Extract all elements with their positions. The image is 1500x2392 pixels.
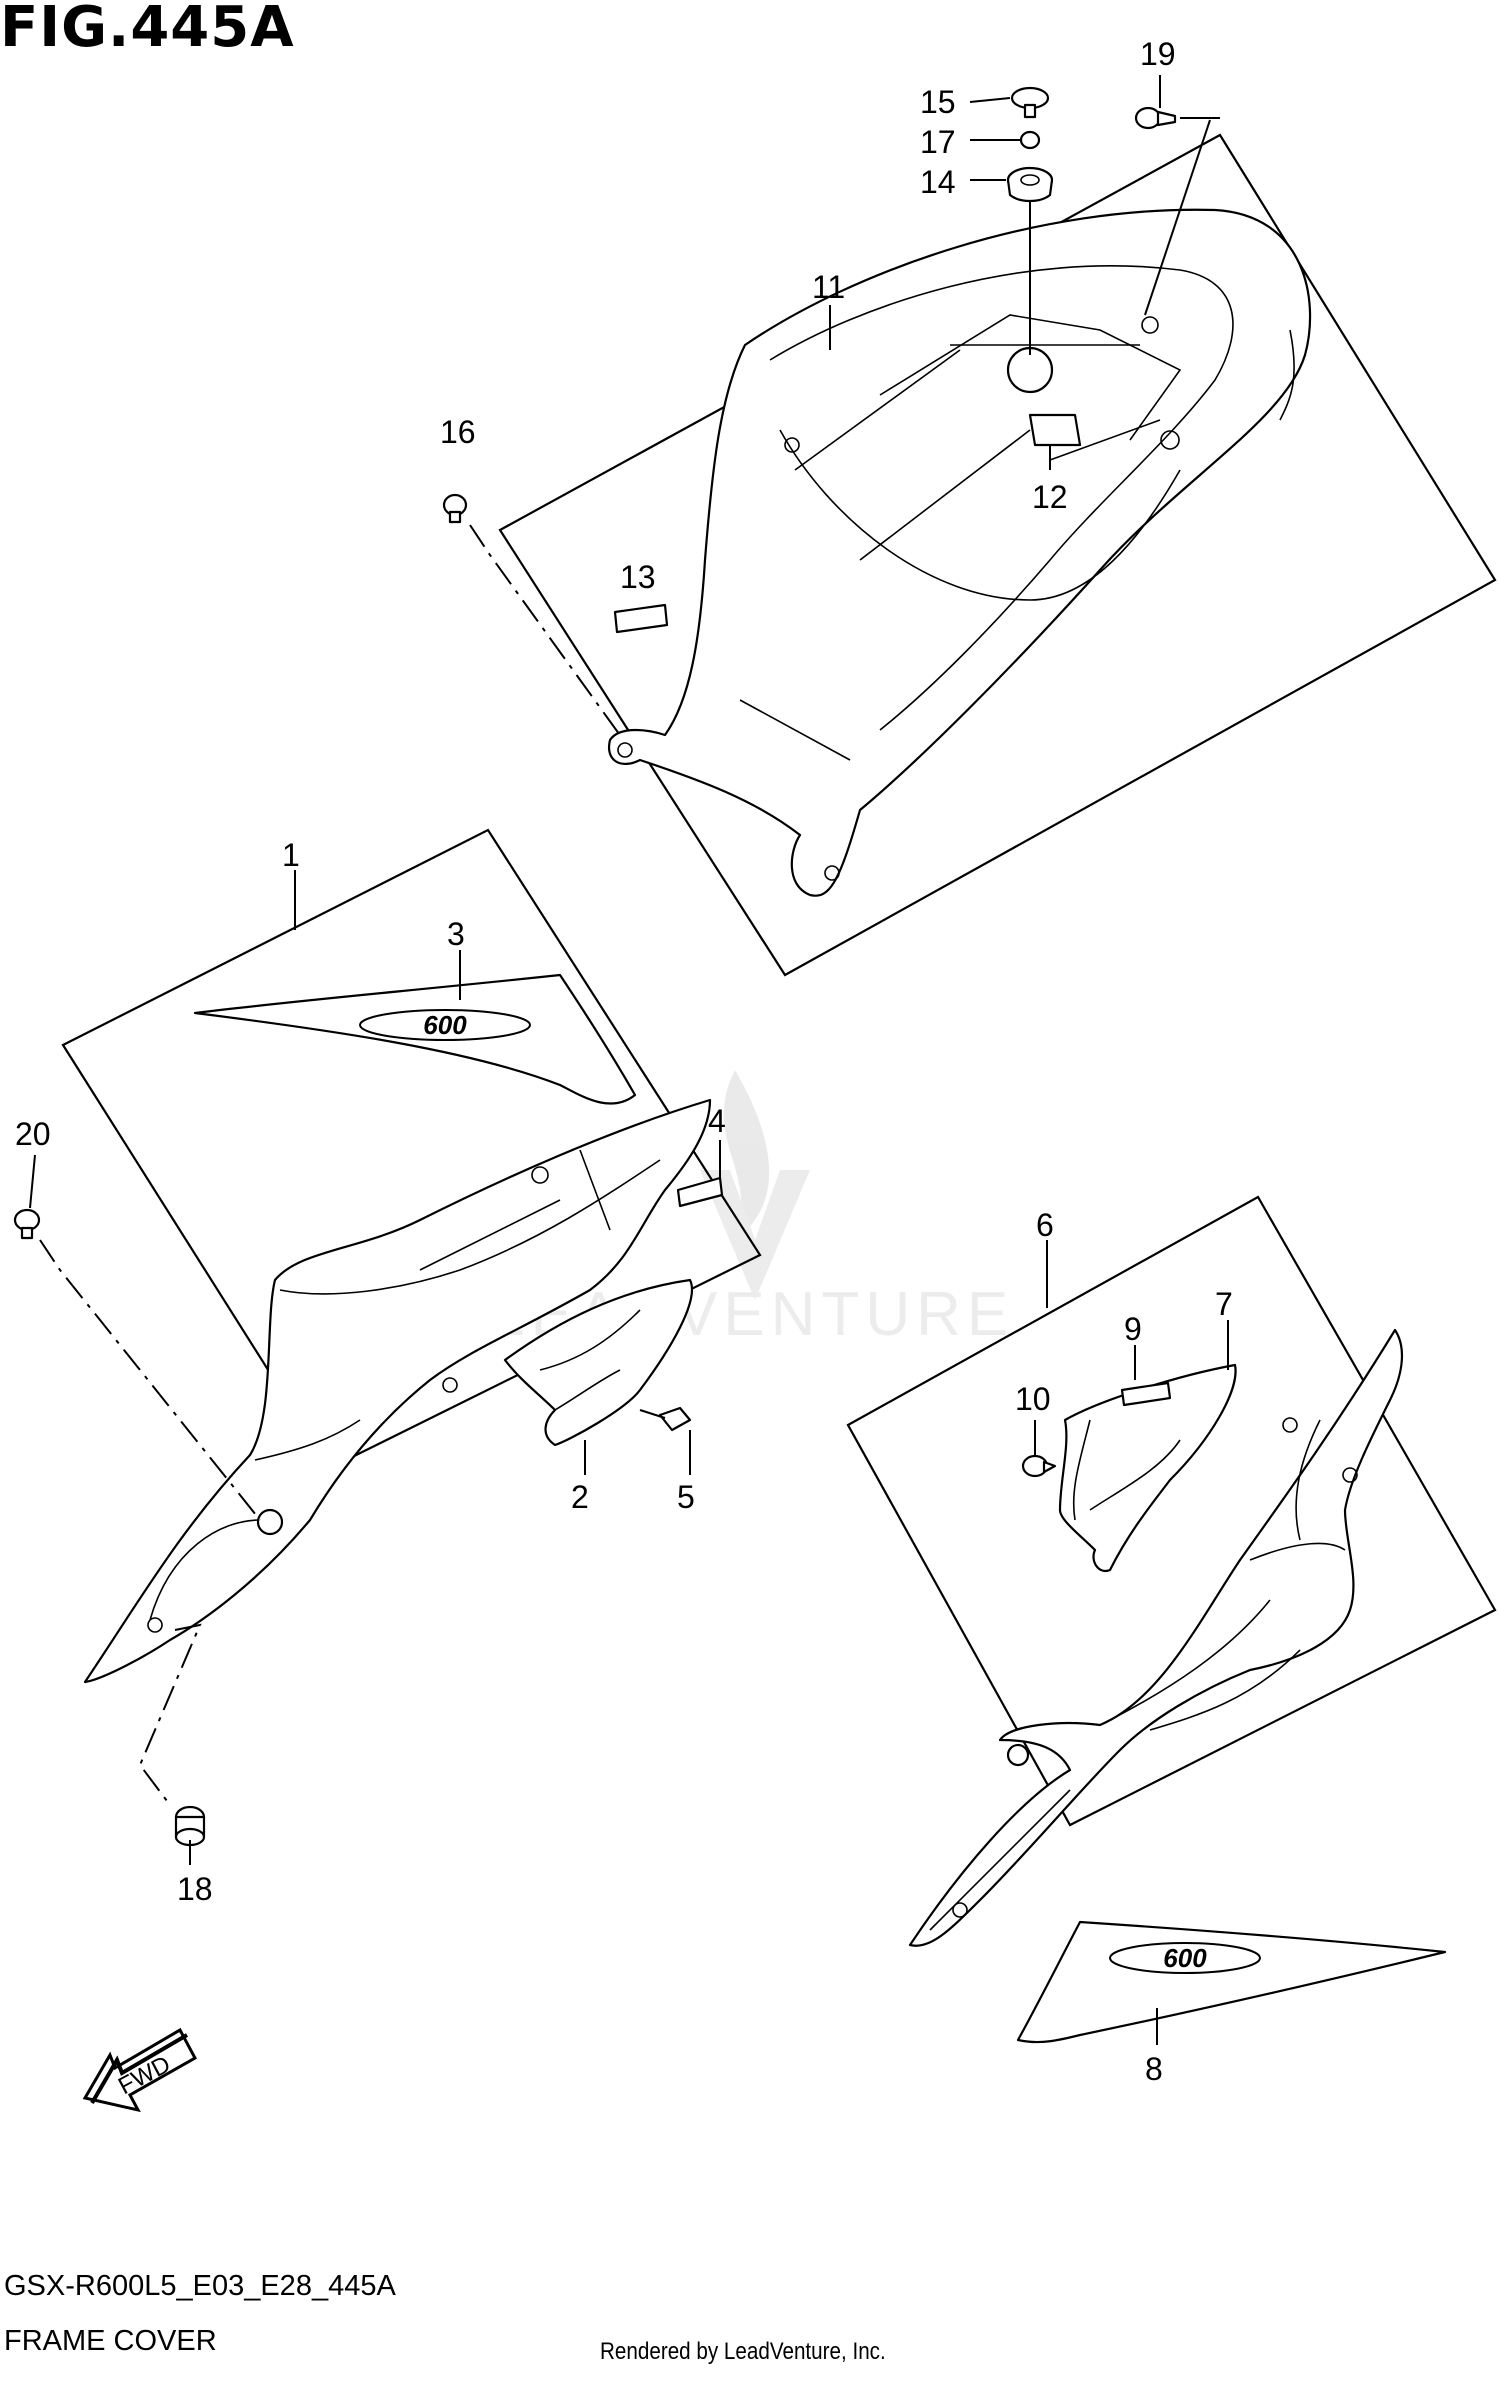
callout-labels: 1 2 3 4 5 6 7 8 9 10 11 12 13 14 15 16 1… xyxy=(15,36,1233,2087)
part-17-nut[interactable] xyxy=(1019,130,1041,150)
callout-17[interactable]: 17 xyxy=(920,124,956,160)
part-4-label[interactable] xyxy=(676,1176,724,1208)
callout-13[interactable]: 13 xyxy=(620,559,656,595)
part-18-grommet[interactable] xyxy=(174,1805,206,1847)
part-20-bolt[interactable] xyxy=(13,1208,41,1240)
left-emblem-text: 600 xyxy=(423,1010,467,1040)
callout-8[interactable]: 8 xyxy=(1145,2051,1163,2087)
callout-14[interactable]: 14 xyxy=(920,164,956,200)
callout-7[interactable]: 7 xyxy=(1215,1286,1233,1322)
callout-15[interactable]: 15 xyxy=(920,84,956,120)
part-10-screw[interactable] xyxy=(1021,1454,1057,1478)
part-11-seat-tail-cowl[interactable] xyxy=(607,208,1312,897)
callout-19[interactable]: 19 xyxy=(1140,36,1176,72)
right-emblem-text: 600 xyxy=(1163,1943,1207,1973)
callout-18[interactable]: 18 xyxy=(177,1871,213,1907)
part-16-bolt[interactable] xyxy=(442,493,468,524)
part-6-right-frame-cover[interactable] xyxy=(908,1328,1404,1947)
part-12-label[interactable] xyxy=(1028,413,1082,447)
callout-6[interactable]: 6 xyxy=(1036,1207,1054,1243)
left-600-emblem: 600 xyxy=(359,1009,531,1041)
part-15-screw[interactable] xyxy=(1010,86,1050,119)
callout-12[interactable]: 12 xyxy=(1032,479,1068,515)
callout-5[interactable]: 5 xyxy=(677,1479,695,1515)
callout-2[interactable]: 2 xyxy=(571,1479,589,1515)
callout-20[interactable]: 20 xyxy=(15,1116,51,1152)
callout-11[interactable]: 11 xyxy=(812,269,845,305)
part-5-screw[interactable] xyxy=(639,1406,692,1432)
callout-16[interactable]: 16 xyxy=(440,414,476,450)
callout-9[interactable]: 9 xyxy=(1124,1311,1142,1347)
callout-3[interactable]: 3 xyxy=(447,916,465,952)
part-2-left-inner-cover[interactable] xyxy=(503,1278,693,1447)
figure-title: FIG.445A xyxy=(0,0,295,60)
part-1-left-frame-cover[interactable] xyxy=(83,1098,712,1684)
right-600-emblem: 600 xyxy=(1109,1942,1261,1974)
part-14-grommet[interactable] xyxy=(1006,166,1054,203)
rendered-by-credit: Rendered by LeadVenture, Inc. xyxy=(600,2338,886,2365)
part-7-right-inner-cover[interactable] xyxy=(1058,1363,1237,1573)
part-13-label[interactable] xyxy=(613,603,669,634)
assembly-box-left-frame-cover xyxy=(61,828,762,1470)
diagram-code: GSX-R600L5_E03_E28_445A xyxy=(4,2270,396,2302)
part-8-right-emblem-cover[interactable]: 600 xyxy=(1016,1920,1447,2044)
diagram-name: FRAME COVER xyxy=(4,2325,217,2357)
assembly-box-right-frame-cover xyxy=(846,1195,1497,1827)
fwd-direction-arrow: FWD xyxy=(82,2027,198,2113)
callout-10[interactable]: 10 xyxy=(1015,1381,1051,1417)
part-3-left-emblem-cover[interactable]: 600 xyxy=(193,973,637,1105)
callout-4[interactable]: 4 xyxy=(708,1103,726,1139)
part-9-label[interactable] xyxy=(1120,1381,1172,1407)
part-19-rivet[interactable] xyxy=(1134,106,1177,130)
callout-1[interactable]: 1 xyxy=(282,837,300,873)
